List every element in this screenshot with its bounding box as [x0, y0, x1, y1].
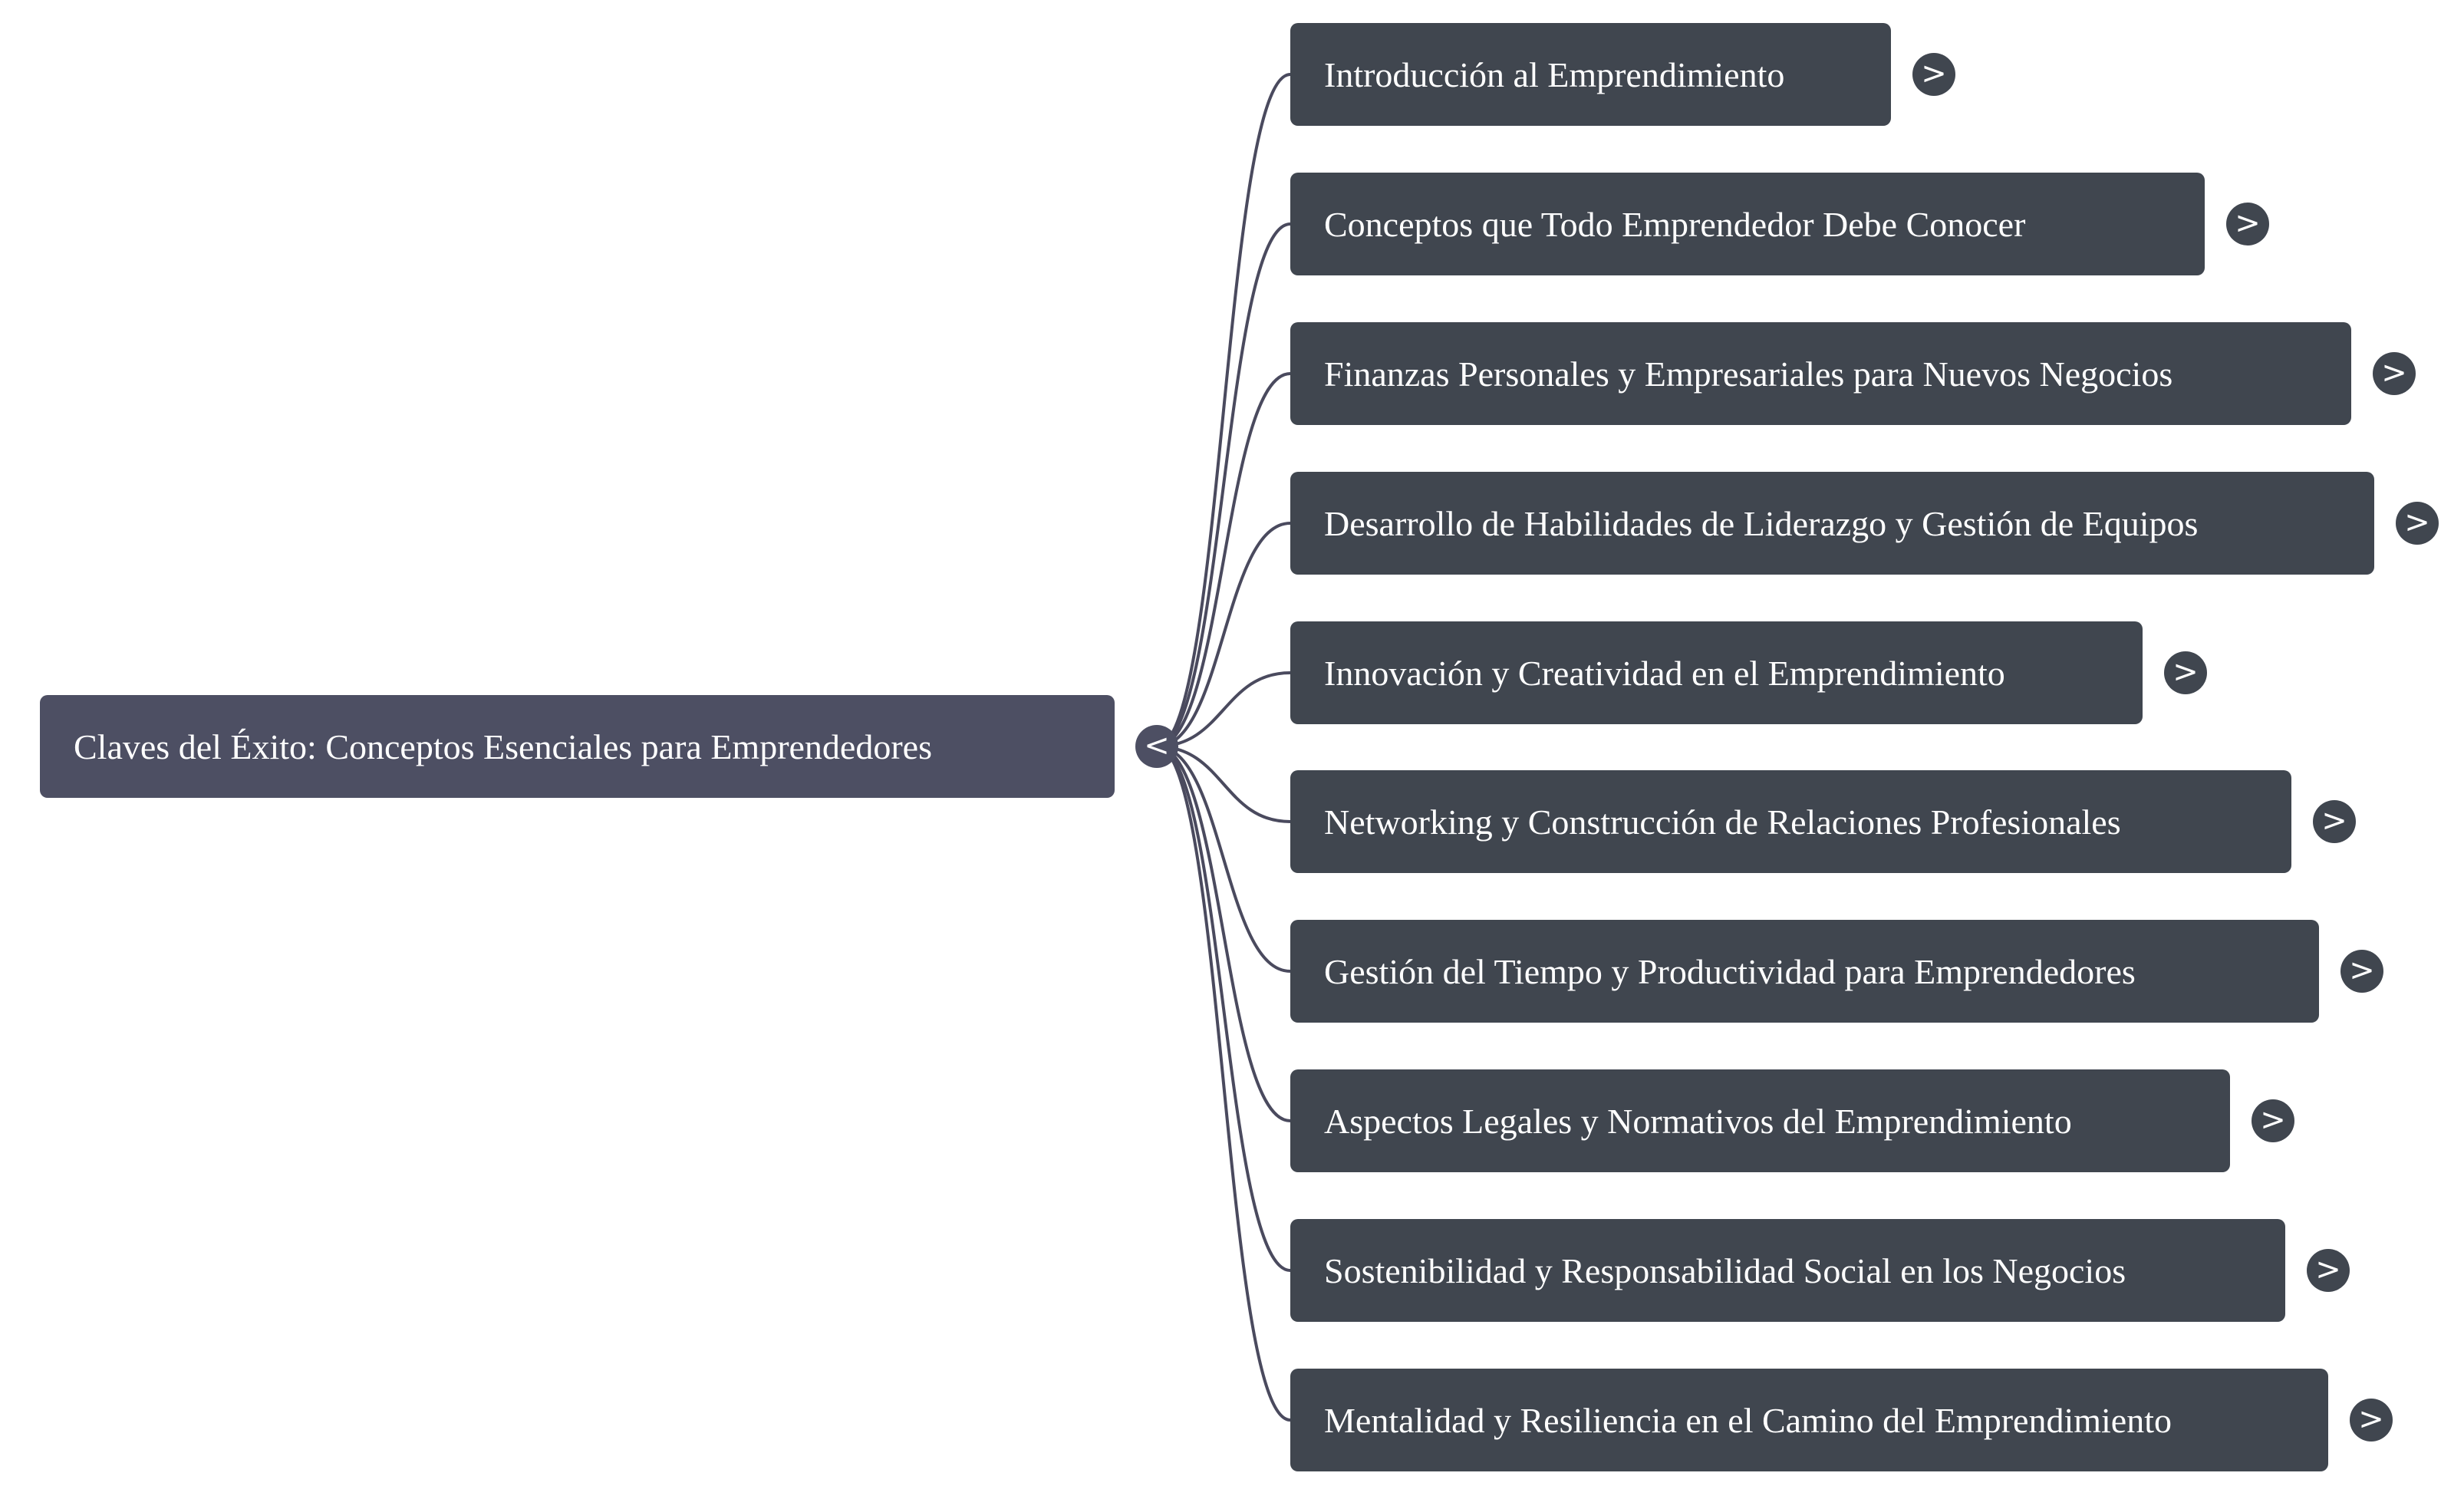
expand-toggle-icon[interactable]: > [2252, 1099, 2294, 1142]
expand-toggle-icon[interactable]: > [2350, 1399, 2393, 1442]
child-node-label: Gestión del Tiempo y Productividad para … [1324, 951, 2136, 991]
child-node-label: Mentalidad y Resiliencia en el Camino de… [1324, 1400, 2172, 1440]
connector-line [1156, 73, 1291, 748]
expand-toggle-icon[interactable]: > [2396, 502, 2439, 545]
child-node-label: Finanzas Personales y Empresariales para… [1324, 354, 2173, 394]
expand-toggle-icon[interactable]: > [2313, 800, 2356, 843]
child-node-mentalidad[interactable]: Mentalidad y Resiliencia en el Camino de… [1290, 1369, 2328, 1471]
root-node-label: Claves del Éxito: Conceptos Esenciales p… [74, 727, 932, 766]
expand-toggle-icon[interactable]: > [2226, 203, 2269, 245]
child-node-aspectos-legales[interactable]: Aspectos Legales y Normativos del Empren… [1290, 1069, 2230, 1172]
child-node-label: Networking y Construcción de Relaciones … [1324, 802, 2121, 842]
child-node-label: Aspectos Legales y Normativos del Empren… [1324, 1101, 2072, 1141]
child-node-sostenibilidad[interactable]: Sostenibilidad y Responsabilidad Social … [1290, 1219, 2285, 1322]
child-node-label: Sostenibilidad y Responsabilidad Social … [1324, 1250, 2126, 1290]
child-node-gestion-tiempo[interactable]: Gestión del Tiempo y Productividad para … [1290, 920, 2319, 1023]
expand-toggle-icon[interactable]: > [2307, 1249, 2350, 1292]
expand-toggle-icon[interactable]: > [2373, 352, 2416, 395]
expand-toggle-icon[interactable]: > [1912, 53, 1955, 96]
connector-line [1156, 745, 1291, 1272]
root-node[interactable]: Claves del Éxito: Conceptos Esenciales p… [40, 695, 1115, 798]
child-node-innovacion[interactable]: Innovación y Creatividad en el Emprendim… [1290, 621, 2143, 724]
expand-toggle-icon[interactable]: > [2164, 651, 2207, 694]
collapse-toggle-icon[interactable]: < [1135, 725, 1178, 768]
child-node-liderazgo[interactable]: Desarrollo de Habilidades de Liderazgo y… [1290, 472, 2374, 575]
connector-line [1156, 745, 1291, 823]
expand-toggle-icon[interactable]: > [2340, 950, 2383, 993]
connector-line [1156, 671, 1291, 748]
connector-line [1156, 222, 1291, 748]
child-node-networking[interactable]: Networking y Construcción de Relaciones … [1290, 770, 2291, 873]
child-node-label: Introducción al Emprendimiento [1324, 54, 1785, 94]
connector-line [1156, 372, 1291, 748]
child-node-introduccion[interactable]: Introducción al Emprendimiento [1290, 23, 1891, 126]
child-node-conceptos[interactable]: Conceptos que Todo Emprendedor Debe Cono… [1290, 173, 2205, 275]
connector-line [1156, 745, 1291, 1122]
connector-line [1156, 745, 1291, 973]
child-node-label: Innovación y Creatividad en el Emprendim… [1324, 653, 2005, 693]
child-node-label: Conceptos que Todo Emprendedor Debe Cono… [1324, 204, 2026, 244]
connector-line [1156, 745, 1291, 1422]
child-node-label: Desarrollo de Habilidades de Liderazgo y… [1324, 503, 2199, 543]
connector-line [1156, 522, 1291, 748]
child-node-finanzas[interactable]: Finanzas Personales y Empresariales para… [1290, 322, 2351, 425]
